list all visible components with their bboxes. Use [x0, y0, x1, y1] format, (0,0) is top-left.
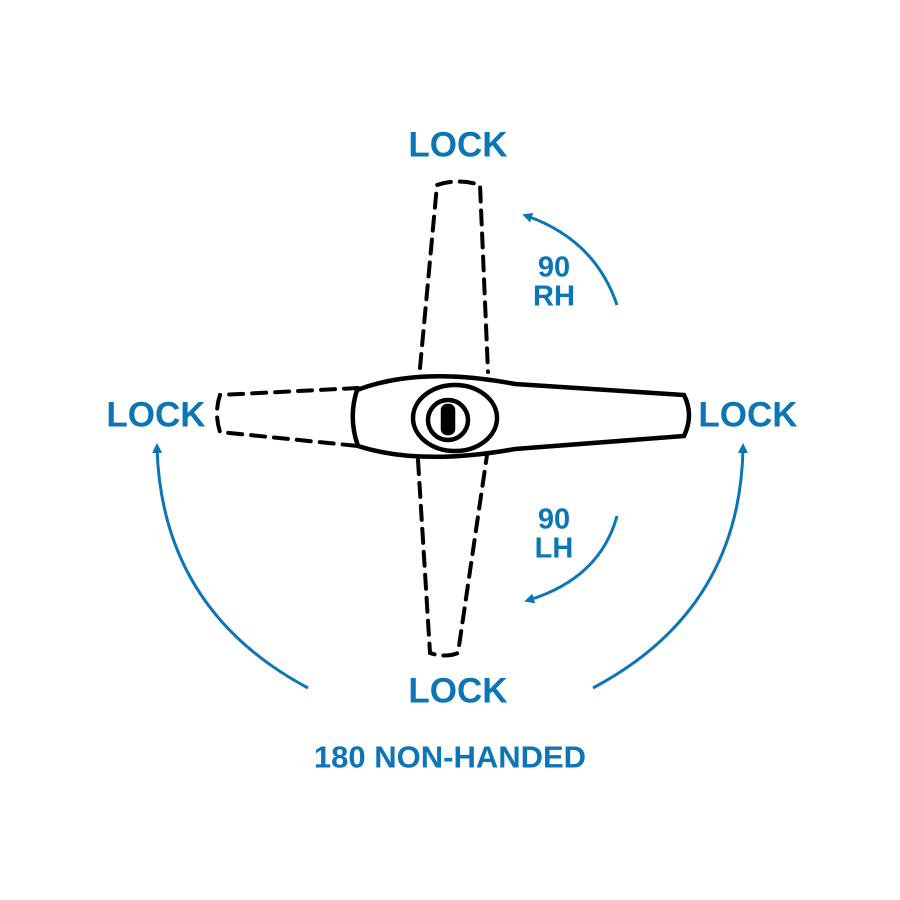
lh-degrees: 90: [537, 503, 571, 536]
non-handed-label: 180 NON-HANDED: [313, 739, 587, 775]
rh-degrees: 90: [537, 251, 571, 284]
non-handed-left-arrow: [152, 443, 309, 690]
dashed-handle-up: [418, 179, 490, 374]
lock-left-label: LOCK: [106, 395, 206, 435]
lock-right-label: LOCK: [698, 395, 798, 435]
rh-label: RH: [533, 280, 575, 313]
lock-bottom-label: LOCK: [408, 671, 508, 711]
lh-rotation-arrow: [524, 515, 619, 604]
dashed-handle-down: [416, 453, 489, 658]
solid-handle: [350, 374, 692, 460]
non-handed-right-arrow: [592, 443, 748, 690]
lh-label: LH: [534, 532, 574, 565]
dashed-handle-left: [215, 386, 360, 448]
key-slot: [440, 403, 456, 436]
lock-top-label: LOCK: [408, 125, 508, 165]
rh-rotation-arrow: [522, 212, 619, 306]
